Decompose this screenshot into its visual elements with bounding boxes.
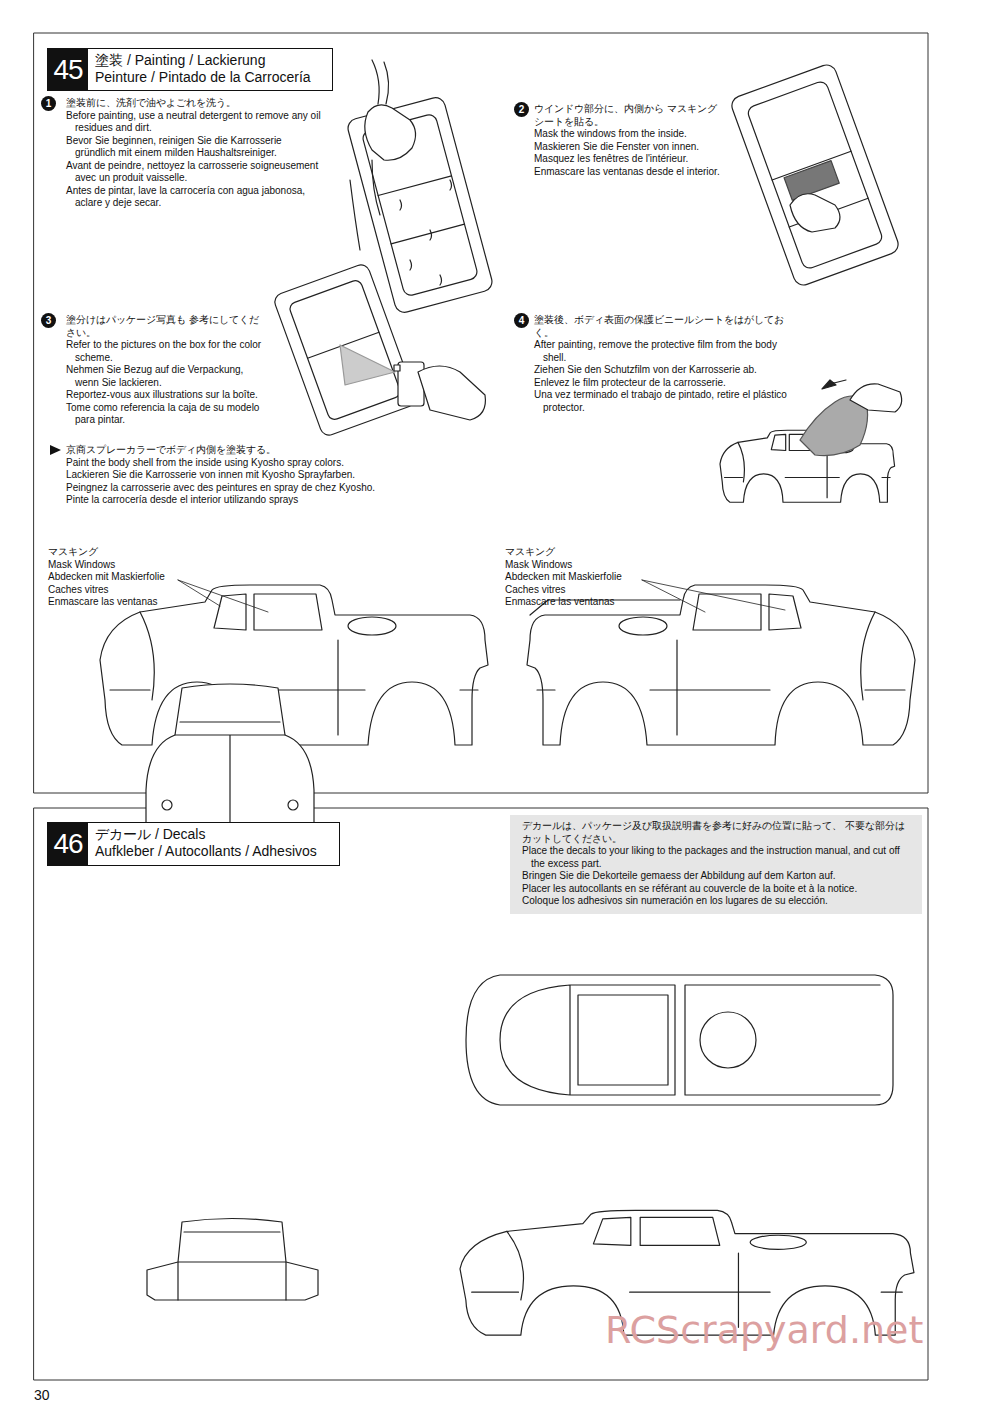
rear-view bbox=[147, 1219, 318, 1301]
step-heading: デカール / DecalsAufkleber / Autocollants / … bbox=[95, 826, 317, 860]
heading-text: Aufkleber / Autocollants / Adhesivos bbox=[95, 843, 317, 860]
step-header: 46デカール / DecalsAufkleber / Autocollants … bbox=[47, 822, 340, 866]
water-drops bbox=[400, 180, 452, 285]
step-number: 45 bbox=[48, 49, 88, 90]
page-number: 30 bbox=[34, 1387, 50, 1403]
spray-mist bbox=[340, 345, 395, 385]
truck-body-mirrored bbox=[527, 585, 915, 745]
instruction-text: 塗分けはパッケージ写真も 参考にしてください。 bbox=[66, 314, 264, 339]
spraying-illustration bbox=[272, 262, 485, 437]
instruction-text: Avant de peindre, nettoyez la carrosseri… bbox=[66, 160, 321, 185]
note-text: Placer les autocollants en se référant a… bbox=[522, 883, 912, 896]
note-text: Coloque los adhesivos sin numeración en … bbox=[522, 895, 912, 908]
mask-label: マスキング bbox=[48, 546, 176, 559]
watermark: RCScrapyard.net bbox=[605, 1308, 923, 1352]
instruction-text: Enlevez le film protecteur de la carross… bbox=[534, 377, 802, 390]
instruction-group: 塗分けはパッケージ写真も 参考にしてください。Refer to the pict… bbox=[66, 314, 264, 427]
instruction-text: Bevor Sie beginnen, reinigen Sie die Kar… bbox=[66, 135, 321, 160]
heading-text: デカール / Decals bbox=[95, 826, 317, 843]
masking-illustration bbox=[729, 62, 901, 288]
instruction-text: Pinte la carrocería desde el interior ut… bbox=[66, 494, 496, 507]
instruction-text: 塗装後、ボディ表面の保護ビニールシートをはがしておく。 bbox=[534, 314, 802, 339]
mask-label: Enmascare las ventanas bbox=[48, 596, 176, 609]
step-number: 46 bbox=[48, 823, 88, 865]
instruction-text: 塗装前に、洗剤で油やよごれを洗う。 bbox=[66, 97, 321, 110]
note-text: Bringen Sie die Dekorteile gemaess der A… bbox=[522, 870, 912, 883]
hand bbox=[365, 105, 416, 160]
hand bbox=[850, 384, 902, 412]
leader-line bbox=[642, 580, 785, 612]
body-shell-inner bbox=[288, 279, 402, 422]
mask-label: Caches vitres bbox=[505, 584, 633, 597]
instruction-text: Lackieren Sie die Karrosserie von innen … bbox=[66, 469, 496, 482]
hand bbox=[790, 194, 840, 232]
step-circle: 1 bbox=[41, 96, 56, 111]
instruction-text: Antes de pintar, lave la carrocería con … bbox=[66, 185, 321, 210]
instruction-text: Peingnez la carrosserie avec des peintur… bbox=[66, 482, 496, 495]
mask-label: マスキング bbox=[505, 546, 633, 559]
truck-body bbox=[100, 585, 488, 745]
circle-number: 3 bbox=[41, 313, 56, 328]
note-text: デカールは、パッケージ及び取扱説明書を参考に好みの位置に貼って、 不要な部分はカ… bbox=[522, 820, 912, 845]
body-shell bbox=[729, 62, 901, 288]
instruction-text: Nehmen Sie Bezug auf die Verpackung, wen… bbox=[66, 364, 264, 389]
pointer-triangle-shape bbox=[50, 445, 61, 455]
body-shell bbox=[272, 262, 417, 437]
instruction-group: ウインドウ部分に、内側から マスキングシートを貼る。Mask the windo… bbox=[534, 103, 722, 178]
instruction-text: Una vez terminado el trabajo de pintado,… bbox=[534, 389, 802, 414]
instruction-group: マスキングMask WindowsAbdecken mit Maskierfol… bbox=[505, 546, 633, 609]
panel-frame bbox=[34, 808, 928, 1380]
heading-text: Peinture / Pintado de la Carrocería bbox=[95, 69, 311, 86]
leader-line bbox=[178, 580, 268, 612]
mask-label: Mask Windows bbox=[48, 559, 176, 572]
pointer-triangle bbox=[50, 445, 61, 455]
instruction-group: 京商スプレーカラーでボディ内側を塗装する。Paint the body shel… bbox=[66, 444, 496, 507]
body-shell-inner bbox=[746, 80, 884, 270]
truck-body bbox=[527, 585, 915, 745]
instruction-text: Paint the body shell from the inside usi… bbox=[66, 457, 496, 470]
mask-label: Abdecken mit Maskierfolie bbox=[48, 571, 176, 584]
instruction-text: Reportez-vous aux illustrations sur la b… bbox=[66, 389, 264, 402]
step-circle: 3 bbox=[41, 313, 56, 328]
instruction-text: ウインドウ部分に、内側から マスキングシートを貼る。 bbox=[534, 103, 722, 128]
instruction-text: Mask the windows from the inside. bbox=[534, 128, 722, 141]
instruction-text: Before painting, use a neutral detergent… bbox=[66, 110, 321, 135]
circle-number: 2 bbox=[514, 102, 529, 117]
instruction-text: Masquez les fenêtres de l'intérieur. bbox=[534, 153, 722, 166]
instruction-group: マスキングMask WindowsAbdecken mit Maskierfol… bbox=[48, 546, 176, 609]
step-circle: 2 bbox=[514, 102, 529, 117]
mask-label: Caches vitres bbox=[48, 584, 176, 597]
instruction-text: 京商スプレーカラーでボディ内側を塗装する。 bbox=[66, 444, 496, 457]
arm bbox=[350, 160, 380, 250]
instruction-text: Tome como referencia la caja de su model… bbox=[66, 402, 264, 427]
instruction-group: 塗装前に、洗剤で油やよごれを洗う。Before painting, use a … bbox=[66, 97, 321, 210]
instruction-text: Ziehen Sie den Schutzfilm von der Karros… bbox=[534, 364, 802, 377]
water-stream bbox=[372, 60, 389, 104]
mask-label: Abdecken mit Maskierfolie bbox=[505, 571, 633, 584]
step-header: 45塗装 / Painting / LackierungPeinture / P… bbox=[47, 48, 333, 91]
instruction-text: Maskieren Sie die Fenster von innen. bbox=[534, 141, 722, 154]
circle-number: 1 bbox=[41, 96, 56, 111]
instruction-text: Enmascare las ventanas desde el interior… bbox=[534, 166, 722, 179]
decal-note-box: デカールは、パッケージ及び取扱説明書を参考に好みの位置に貼って、 不要な部分はカ… bbox=[510, 815, 922, 914]
spray-nozzle bbox=[394, 365, 400, 371]
step-circle: 4 bbox=[514, 313, 529, 328]
panel-frame bbox=[34, 33, 928, 793]
mask-label: Mask Windows bbox=[505, 559, 633, 572]
hand bbox=[418, 366, 485, 420]
heading-text: 塗装 / Painting / Lackierung bbox=[95, 52, 311, 69]
spray-can bbox=[398, 362, 424, 406]
step-heading: 塗装 / Painting / LackierungPeinture / Pin… bbox=[95, 52, 311, 86]
instruction-text: Refer to the pictures on the box for the… bbox=[66, 339, 264, 364]
instruction-group: 塗装後、ボディ表面の保護ビニールシートをはがしておく。After paintin… bbox=[534, 314, 802, 414]
pull-arrow bbox=[822, 380, 846, 389]
mask-label: Enmascare las ventanas bbox=[505, 596, 633, 609]
note-text: Place the decals to your liking to the p… bbox=[522, 845, 912, 870]
instruction-text: After painting, remove the protective fi… bbox=[534, 339, 802, 364]
circle-number: 4 bbox=[514, 313, 529, 328]
top-view bbox=[466, 975, 893, 1105]
